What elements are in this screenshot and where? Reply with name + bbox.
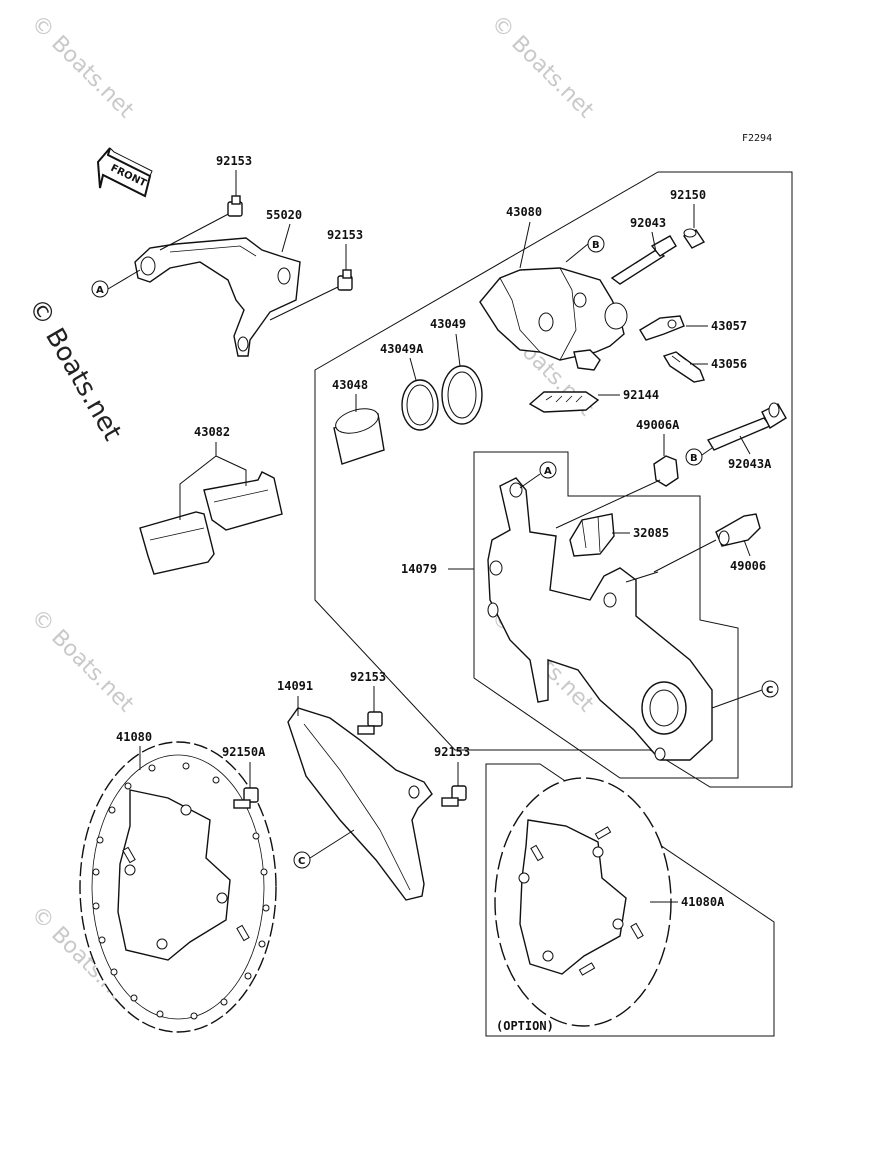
part-label-92153: 92153	[327, 228, 363, 242]
pin-92043	[610, 235, 677, 285]
brake-pads-43082	[139, 471, 283, 575]
part-label-32085: 32085	[633, 526, 669, 540]
front-arrow-icon: FRONT	[96, 147, 153, 198]
part-label-43049A: 43049A	[380, 342, 424, 356]
spring-92144	[528, 391, 600, 413]
callout-a-icon	[539, 461, 557, 479]
option-label: (OPTION)	[496, 1019, 554, 1033]
screw-92150A	[233, 787, 259, 809]
brake-disc-41080A	[494, 777, 672, 1027]
part-label-92153: 92153	[216, 154, 252, 168]
callout-b-icon	[685, 448, 703, 466]
caliper-assembly-boundary	[314, 171, 793, 788]
part-label-41080A: 41080A	[681, 895, 725, 909]
callout-label: A	[544, 466, 552, 477]
part-label-43080: 43080	[506, 205, 542, 219]
callout-c-icon	[761, 680, 779, 698]
watermark-tile: © Boats.net	[486, 11, 599, 124]
callout-label: C	[298, 856, 305, 867]
callout-label: B	[592, 240, 600, 251]
piston-43048	[333, 408, 385, 465]
cap-92150	[682, 228, 706, 249]
caliper-body-43080	[479, 267, 628, 371]
callout-label: C	[766, 685, 773, 696]
caliper-bracket-boundary	[473, 451, 739, 779]
callout-label: B	[690, 453, 698, 464]
bolt-92153-guard-2	[441, 785, 467, 807]
callout-label: A	[96, 285, 104, 296]
part-label-92043A: 92043A	[728, 457, 772, 471]
boot-49006A	[653, 455, 679, 487]
valve-43056	[662, 351, 705, 383]
bushing-49006	[715, 513, 761, 547]
watermark-tile: © Boats.net	[26, 605, 139, 718]
part-label-92150A: 92150A	[222, 745, 266, 759]
cap-43057	[639, 315, 685, 341]
part-label-43056: 43056	[711, 357, 747, 371]
part-label-49006: 49006	[730, 559, 766, 573]
disc-guard-14091	[287, 707, 433, 901]
callout-c-icon	[293, 851, 311, 869]
part-label-49006A: 49006A	[636, 418, 680, 432]
part-label-92150: 92150	[670, 188, 706, 202]
part-label-55020: 55020	[266, 208, 302, 222]
part-label-43049: 43049	[430, 317, 466, 331]
bolt-92153-mid	[269, 269, 353, 321]
bolt-92153-guard-1	[357, 711, 383, 735]
part-label-14091: 14091	[277, 679, 313, 693]
pad-spring-32085	[569, 513, 615, 557]
option-boundary	[485, 763, 775, 1037]
caliper-bracket-55020	[134, 237, 301, 357]
part-label-92153: 92153	[434, 745, 470, 759]
part-label-41080: 41080	[116, 730, 152, 744]
callout-a-icon	[91, 280, 109, 298]
bolt-92153-top	[159, 195, 243, 251]
part-label-14079: 14079	[401, 562, 437, 576]
callout-b-icon	[587, 235, 605, 253]
seal-43049	[441, 365, 483, 425]
watermark-side: © Boats.net	[22, 294, 127, 446]
part-label-92144: 92144	[623, 388, 659, 402]
seal-43049A	[401, 379, 439, 431]
part-label-43057: 43057	[711, 319, 747, 333]
part-label-43082: 43082	[194, 425, 230, 439]
part-label-92043: 92043	[630, 216, 666, 230]
caliper-bracket-14079	[487, 477, 713, 761]
pin-92043A	[706, 402, 787, 451]
brake-disc-41080	[79, 741, 277, 1033]
watermark-tile: © Boats.net	[26, 11, 139, 124]
part-label-92153: 92153	[350, 670, 386, 684]
figure-ref: F2294	[742, 133, 772, 144]
part-label-43048: 43048	[332, 378, 368, 392]
